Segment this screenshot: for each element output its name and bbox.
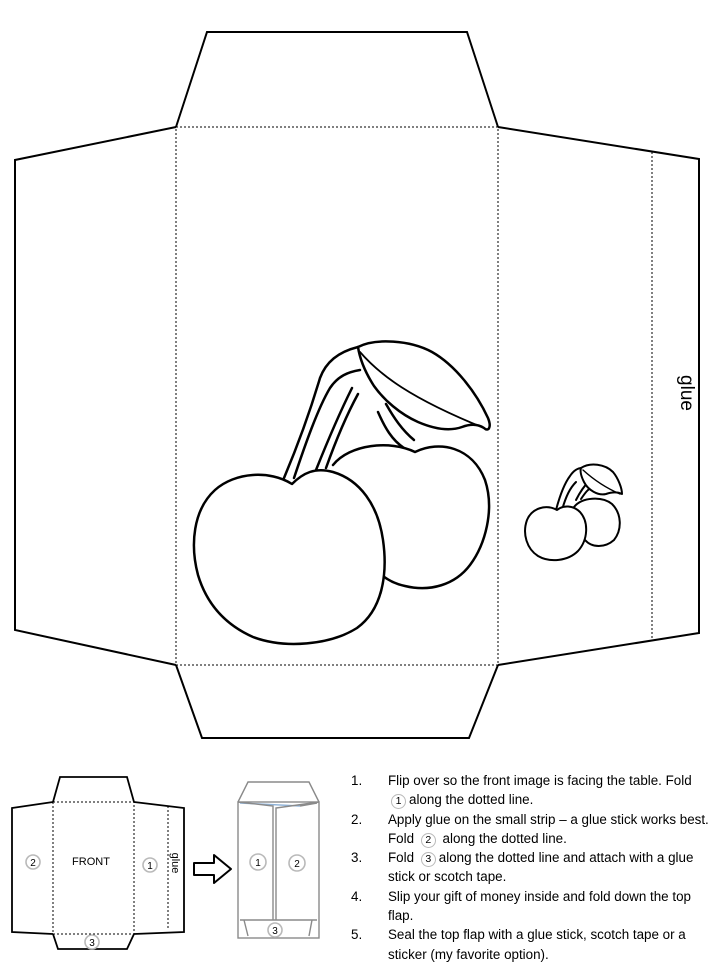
top-flap-outline [175, 31, 499, 128]
bottom-flap-outline [175, 664, 499, 739]
instructions-list: 1. Flip over so the front image is facin… [351, 771, 711, 964]
diagram-glue-label: glue [169, 853, 181, 874]
instruction-step: 4. Slip your gift of money inside and fo… [351, 888, 691, 924]
diagram-front-label: FRONT [72, 856, 110, 868]
step-badge: 2 [420, 832, 436, 848]
diagram-fold-lines [52, 801, 135, 935]
diagram-badge-1: 1 [142, 857, 158, 873]
flat-envelope-diagram: FRONT glue 2 1 3 [11, 776, 185, 950]
left-flap-outline [14, 126, 177, 666]
glue-strip-label: glue [676, 375, 697, 411]
svg-text:2: 2 [30, 858, 36, 869]
cherries-illustration-small [524, 463, 623, 562]
preview-badge-3: 3 [267, 922, 283, 938]
envelope-template: glue [14, 31, 700, 739]
assembled-envelope-preview: 1 2 3 [237, 781, 320, 939]
right-flap-outline [497, 126, 700, 666]
svg-text:2: 2 [294, 859, 300, 870]
step-badge: 3 [420, 852, 436, 868]
arrow-right-icon [193, 854, 232, 884]
instruction-step: 1. Flip over so the front image is facin… [351, 773, 692, 810]
diagram-badge-3: 3 [84, 934, 100, 950]
front-panel-fold-lines [175, 126, 499, 666]
instruction-step: 2. Apply glue on the small strip – a glu… [351, 811, 709, 848]
preview-badge-1: 1 [249, 853, 267, 871]
step-badge: 1 [391, 794, 406, 810]
instruction-step: 5. Seal the top flap with a glue stick, … [351, 927, 686, 962]
svg-text:3: 3 [89, 938, 95, 949]
svg-text:3: 3 [272, 926, 278, 937]
diagram-badge-2: 2 [25, 854, 41, 870]
preview-badge-2: 2 [288, 854, 306, 872]
svg-text:1: 1 [147, 861, 153, 872]
svg-text:1: 1 [255, 858, 261, 869]
cherries-illustration-large [192, 340, 491, 646]
